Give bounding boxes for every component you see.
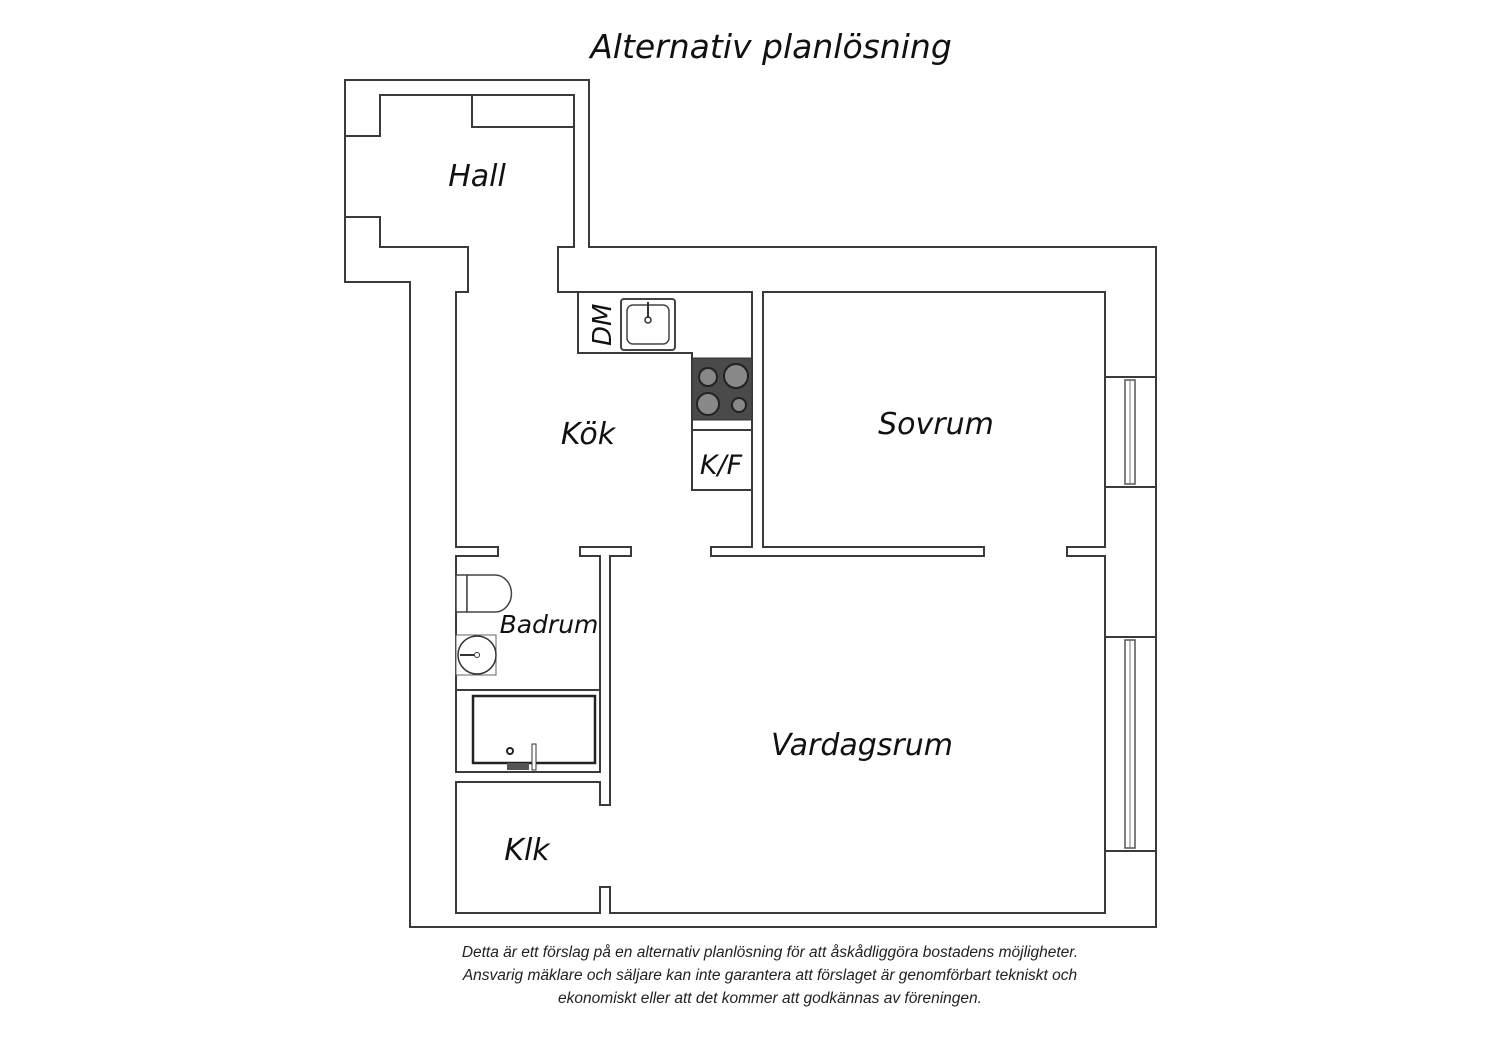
disclaimer-line: Ansvarig mäklare och säljare kan inte ga… [462, 967, 1078, 984]
plan-title: Alternativ planlösning [588, 27, 952, 66]
room-label-vardagsrum: Vardagsrum [771, 728, 953, 763]
room-label-sovrum: Sovrum [878, 407, 994, 442]
room-label-badrum: Badrum [500, 610, 599, 639]
window-vardagsrum [1105, 636, 1156, 852]
disclaimer: Detta är ett förslag på en alternativ pl… [370, 941, 1170, 1010]
hall-closet [471, 95, 574, 128]
dishwasher-label: DM [588, 304, 618, 346]
window-sovrum [1105, 376, 1156, 488]
room-label-kok: Kök [561, 417, 617, 452]
disclaimer-line: ekonomiskt eller att det kommer att godk… [558, 990, 982, 1007]
room-label-hall: Hall [448, 159, 506, 194]
bathtub-icon [471, 694, 597, 771]
fridge-freezer-label: K/F [700, 450, 743, 481]
washbasin-icon [455, 634, 497, 676]
stove-icon [691, 357, 753, 421]
room-label-klk: Klk [504, 833, 551, 868]
outer-wall [344, 79, 1157, 928]
hall-wall [345, 94, 1106, 914]
disclaimer-line: Detta är ett förslag på en alternativ pl… [461, 944, 1079, 961]
toilet-icon [455, 574, 513, 613]
sink-icon [620, 298, 676, 351]
kitchen-counter [577, 292, 752, 491]
